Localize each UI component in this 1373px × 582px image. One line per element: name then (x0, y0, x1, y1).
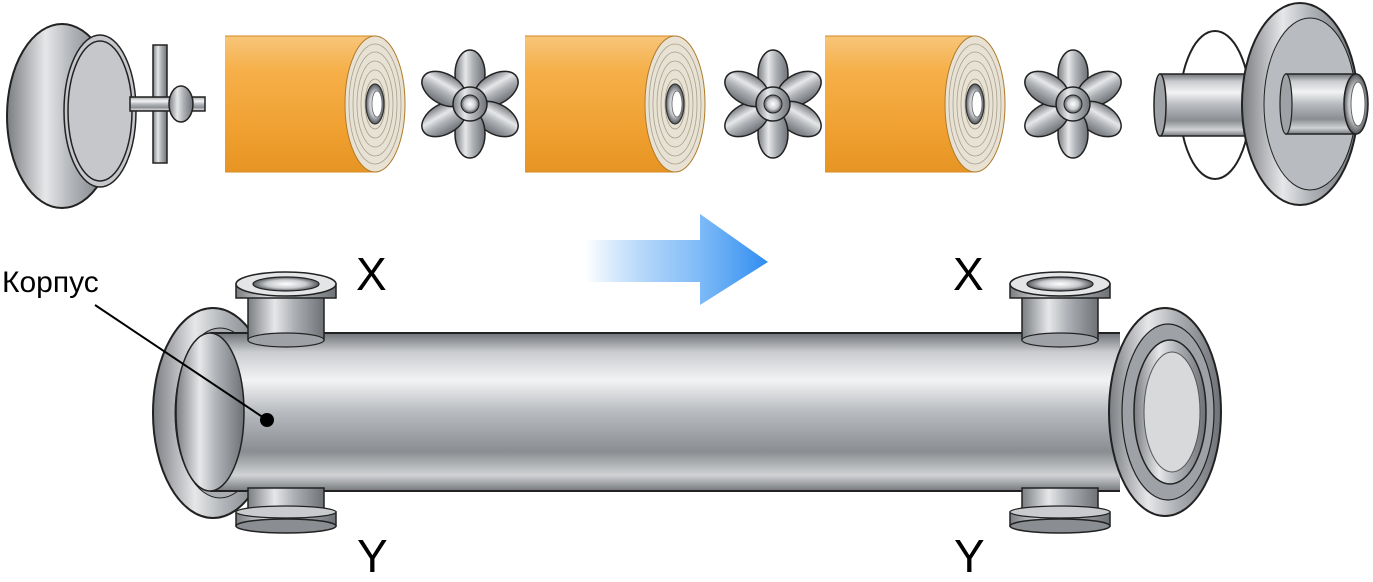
housing-label: Корпус (2, 266, 99, 299)
left-end-cap (6, 23, 137, 209)
interconnector (414, 49, 526, 159)
membrane-element (224, 35, 406, 173)
membrane-element (524, 35, 706, 173)
outlet-label-left: Y (357, 530, 388, 582)
interconnector (717, 49, 829, 159)
port-y-right (1009, 487, 1111, 534)
inlet-label-left: X (356, 248, 387, 300)
interconnector (1017, 49, 1129, 159)
pressure-vessel-housing (152, 307, 1222, 519)
outlet-label-right: Y (954, 530, 985, 582)
housing-callout (94, 304, 274, 427)
anti-telescoping-device (129, 44, 206, 164)
port-x-right (1009, 271, 1111, 348)
membrane-element (824, 35, 1006, 173)
right-end-adapter (1153, 2, 1369, 206)
inlet-label-right: X (953, 248, 984, 300)
port-x-left (235, 271, 337, 348)
port-y-left (235, 487, 337, 534)
flow-arrow-icon (585, 214, 768, 305)
